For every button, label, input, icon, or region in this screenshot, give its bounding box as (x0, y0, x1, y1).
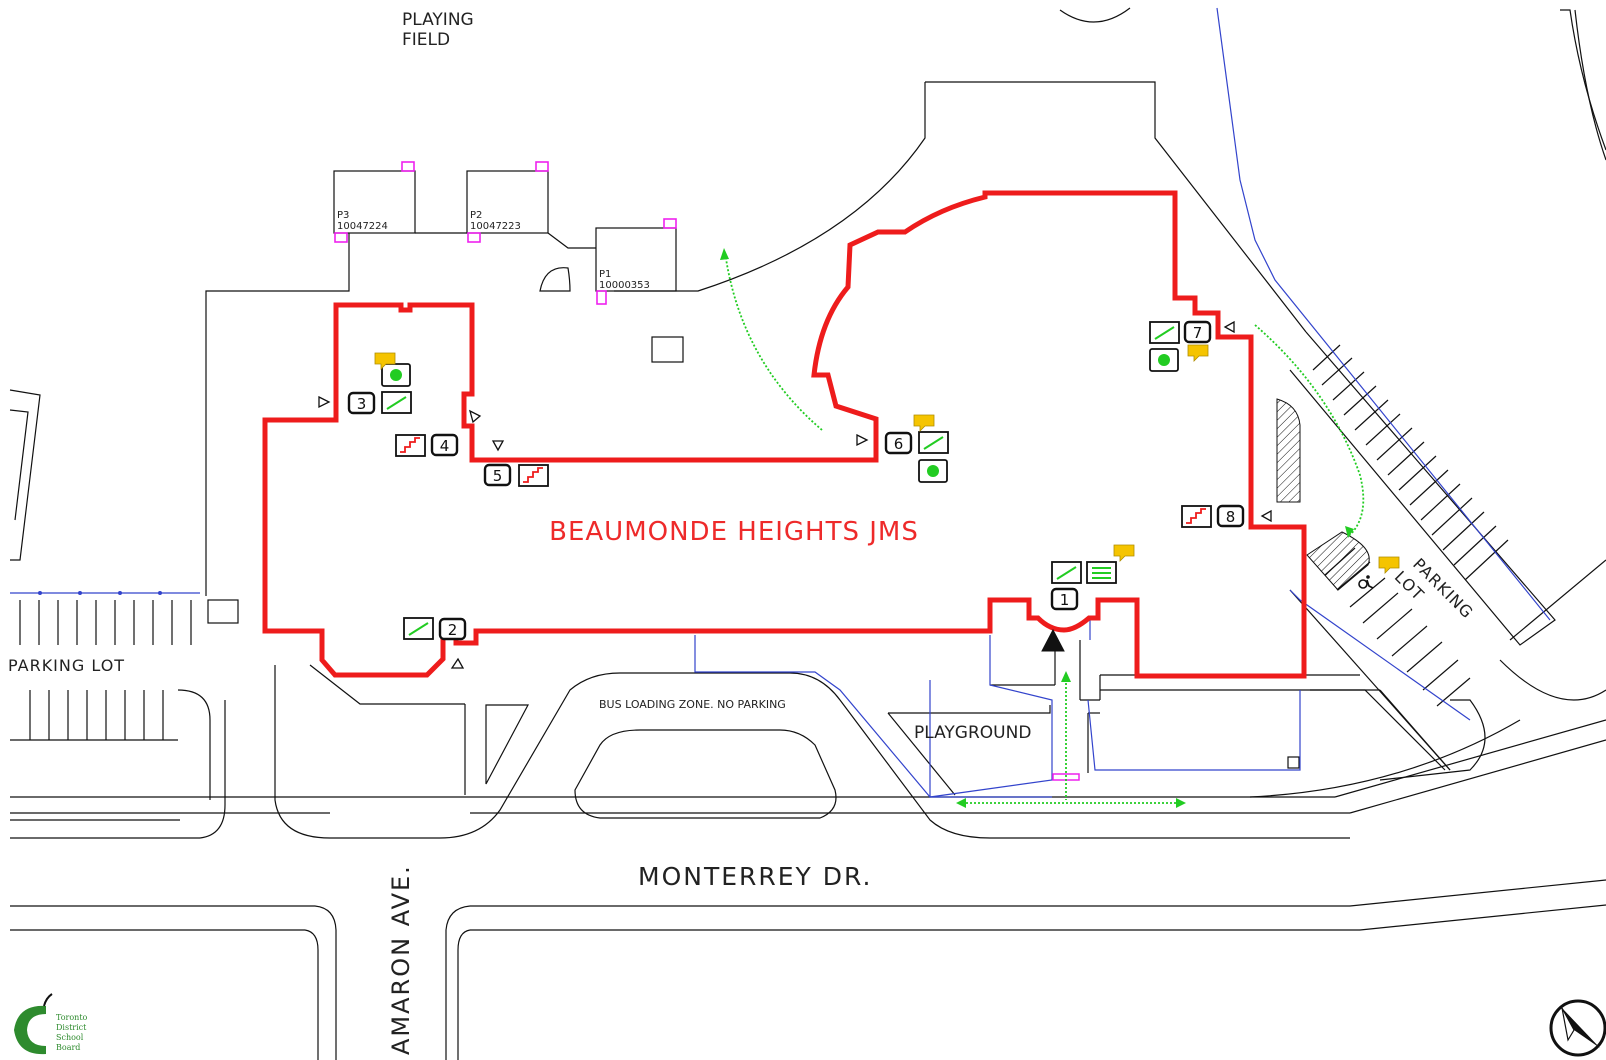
evac-route-north (724, 251, 823, 431)
ramp-icon (1051, 561, 1082, 584)
north-arrow-icon (1549, 999, 1606, 1057)
door-number-2: 2 (448, 621, 458, 639)
door-number-6: 6 (894, 435, 904, 453)
exit-triangle-icon (318, 395, 331, 409)
main-entrance-triangle (1041, 628, 1065, 652)
assembly-dot-icons (381, 348, 1179, 483)
portable-p3-name: P3 (337, 210, 349, 221)
list-icon (1086, 561, 1117, 584)
door-number-1: 1 (1060, 591, 1070, 609)
logo-text-3: School (56, 1033, 84, 1042)
stairs-icon (395, 434, 426, 457)
hatched-island-2 (1306, 531, 1370, 591)
fence-east (1216, 7, 1551, 621)
door-number-7: 7 (1193, 324, 1203, 342)
door-marker-1: 1 (1050, 587, 1079, 611)
street-amaron-label: AMARON AVE. (387, 864, 415, 1055)
fence-west-posts (38, 591, 162, 595)
playing-field-label-1: PLAYING (402, 10, 474, 30)
logo-text-1: Toronto (56, 1013, 88, 1022)
portable-p1-id: 10000353 (599, 280, 650, 291)
building-name: BEAUMONDE HEIGHTS JMS (549, 517, 919, 547)
exit-triangle-icon (1223, 320, 1235, 334)
stairs-icon (518, 464, 549, 487)
door-number-8: 8 (1226, 508, 1236, 526)
playing-field-label-2: FIELD (402, 30, 450, 50)
exit-triangle-icon (1260, 509, 1272, 523)
door-marker-7: 7 (1183, 320, 1212, 344)
speech-bubble-icon (1113, 544, 1135, 562)
playground-fence-east (1087, 690, 1301, 771)
exit-triangle-icon (491, 440, 505, 452)
playground-area (887, 640, 1451, 796)
door-marker-4: 4 (430, 433, 459, 457)
door-number-3: 3 (357, 395, 367, 413)
fence-east-lower (1289, 589, 1471, 721)
ramp-icons (381, 321, 1180, 640)
portables (333, 170, 677, 292)
door-marker-8: 8 (1216, 504, 1245, 528)
evac-route-east (1254, 324, 1365, 536)
road-lines (10, 700, 1606, 1060)
accessible-parking-icon (1358, 575, 1374, 589)
portable-p2-id: 10047223 (470, 221, 521, 232)
parking-lot-east-label: PARKING LOT (1391, 554, 1477, 622)
stair-icons (395, 434, 1212, 528)
ramp-icon (403, 617, 434, 640)
hatched-island-1 (1276, 398, 1301, 503)
parking-lot-west-label: PARKING LOT (8, 656, 125, 675)
tdsb-logo: Toronto District School Board (14, 993, 88, 1055)
exit-triangles (318, 320, 1272, 669)
exit-triangle-icon (450, 657, 465, 669)
speech-bubble-icon (374, 352, 396, 370)
evac-route-south-arrow (1061, 671, 1071, 682)
portable-p1-name: P1 (599, 269, 611, 280)
ramp-icon (1149, 321, 1180, 344)
door-number-4: 4 (440, 437, 450, 455)
exit-triangle-icon (468, 409, 482, 424)
door-marker-6: 6 (884, 431, 913, 455)
door-marker-5: 5 (483, 463, 512, 487)
door-marker-2: 2 (438, 617, 467, 641)
speech-bubble-icon (1187, 344, 1209, 362)
ramp-icon (381, 391, 412, 414)
bus-fence (694, 635, 1052, 798)
logo-text-4: Board (56, 1043, 80, 1052)
parking-lot-west (9, 389, 239, 800)
yard-outline (205, 7, 1606, 596)
evac-route-street-arrow-w (956, 798, 966, 808)
evac-route-east-arrow (1345, 526, 1354, 538)
evac-route-north-arrow (720, 248, 729, 260)
portable-p2-name: P2 (470, 210, 482, 221)
logo-text-2: District (56, 1023, 87, 1032)
bus-loop (274, 664, 1350, 839)
door-marker-3: 3 (347, 391, 376, 415)
street-monterrey-label: MONTERREY DR. (638, 862, 872, 891)
stairs-icon (1181, 505, 1212, 528)
portable-p3-id: 10047224 (337, 221, 388, 232)
green-dot-icon (1149, 348, 1179, 372)
bus-zone-label: BUS LOADING ZONE. NO PARKING (599, 698, 786, 711)
evac-route-street-arrow-e (1176, 798, 1186, 808)
speech-bubble-icon (913, 414, 935, 432)
door-number-5: 5 (493, 467, 503, 485)
green-dot-icon (918, 459, 948, 483)
portable-doors (334, 161, 677, 305)
speech-icons (374, 344, 1400, 574)
playground-label: PLAYGROUND (914, 723, 1031, 743)
building-outline (262, 190, 1307, 679)
exit-triangle-icon (856, 433, 869, 447)
green-dot-icon (381, 363, 411, 387)
ramp-icon (918, 431, 949, 454)
playground-fence (929, 635, 1053, 798)
speech-bubble-icon (1378, 556, 1400, 574)
